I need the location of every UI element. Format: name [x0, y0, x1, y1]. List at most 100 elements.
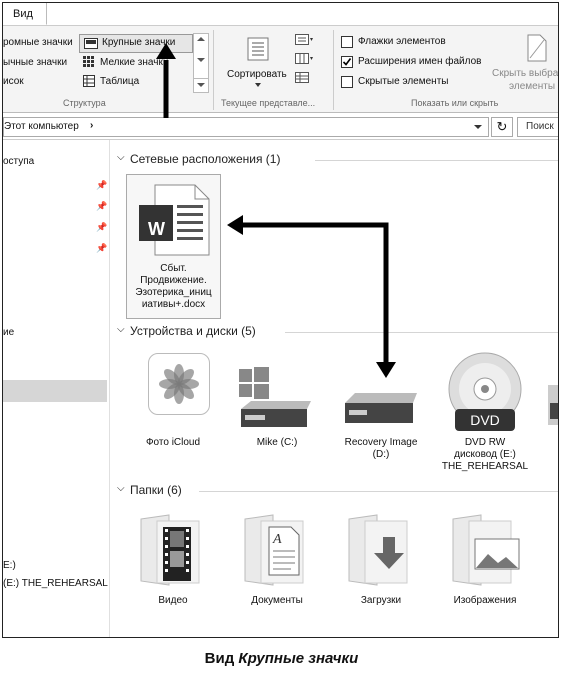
folder-pictures[interactable]: Изображения [435, 505, 535, 615]
pin-icon: 📌 [96, 222, 108, 232]
collapse-chevron-icon[interactable]: ⌵ [117, 324, 125, 335]
folder-video[interactable]: Видео [123, 505, 223, 615]
layout-details[interactable]: Таблица [100, 76, 140, 87]
section-divider [315, 160, 558, 161]
item-checkboxes-checkbox[interactable] [341, 36, 353, 48]
item-label: Recovery Image (D:) [344, 437, 418, 460]
add-columns-icon[interactable] [295, 53, 315, 65]
sidebar-item-ie[interactable]: ие [3, 327, 15, 338]
arrow-down-icon [376, 362, 396, 378]
breadcrumb[interactable]: Этот компьютер [4, 121, 79, 132]
address-dropdown-icon[interactable] [474, 125, 482, 129]
search-placeholder: Поиск [526, 121, 554, 132]
scroll-down-icon[interactable] [197, 58, 205, 62]
caption-normal: Вид [204, 650, 239, 667]
sidebar-selected-item[interactable] [3, 380, 107, 402]
icloud-photos-icon [148, 353, 210, 415]
layout-list[interactable]: исок [3, 76, 24, 87]
sidebar-drive-letter[interactable]: Е:) [3, 560, 16, 571]
device-dvd-e[interactable]: DVD DVD RW дисковод (E:) THE_REHEARSAL [435, 345, 535, 475]
hidden-items-checkbox[interactable] [341, 76, 353, 88]
sort-dropdown-icon[interactable] [255, 83, 261, 87]
group-by-icon[interactable] [295, 34, 315, 46]
section-folders-title[interactable]: Папки (6) [130, 483, 182, 497]
hide-selected-line2: элементы [509, 81, 556, 92]
network-file-item[interactable]: W Сбыт. Продвижение. Эзотерика_иниц иати… [126, 174, 221, 319]
word-badge: W [148, 219, 165, 239]
video-folder-icon [140, 514, 200, 586]
hide-selected-button[interactable]: Скрыть выбра [492, 68, 559, 79]
section-divider [199, 491, 558, 492]
item-label: Сбыт. Продвижение. Эзотерика_иниц иативы… [135, 263, 212, 310]
ribbon: ромные значки Крупные значки ычные значк… [3, 25, 558, 113]
small-icons-icon [83, 56, 94, 67]
partial-drive-icon [550, 403, 558, 419]
file-extensions-checkbox[interactable] [341, 56, 353, 68]
item-label: Загрузки [360, 595, 402, 606]
group-label-layout: Структура [63, 98, 106, 108]
section-network-title[interactable]: Сетевые расположения (1) [130, 152, 281, 166]
checkmark-icon [342, 58, 352, 66]
quick-access-item[interactable]: оступа [3, 156, 35, 167]
figure-caption: Вид Крупные значки [0, 650, 563, 667]
layout-scrollbar[interactable] [193, 33, 209, 93]
hard-drive-icon [345, 393, 417, 423]
item-checkboxes-label: Флажки элементов [358, 36, 446, 47]
hide-selected-icon [527, 34, 547, 62]
file-extensions-label: Расширения имен файлов [358, 56, 482, 67]
system-drive-icon [239, 367, 311, 427]
caption-italic: Крупные значки [238, 650, 359, 667]
item-label: Видео [158, 595, 188, 606]
device-drive-c[interactable]: Mike (C:) [227, 345, 327, 465]
arrow-up-icon [156, 43, 176, 59]
layout-normal[interactable]: ычные значки [3, 57, 68, 68]
item-label: DVD RW дисковод (E:) THE_REHEARSAL [441, 437, 529, 472]
expand-icon[interactable] [197, 83, 205, 87]
device-icloud-photos[interactable]: Фото iCloud [123, 345, 223, 465]
sidebar-dvd-drive[interactable]: (E:) THE_REHEARSAL [3, 578, 108, 589]
section-divider [285, 332, 558, 333]
sort-icon [247, 37, 269, 61]
address-bar[interactable]: Этот компьютер › [3, 117, 489, 137]
scroll-up-icon[interactable] [197, 37, 205, 41]
pin-icon: 📌 [96, 201, 108, 211]
item-label: Фото iCloud [145, 437, 201, 448]
layout-extra-large[interactable]: ромные значки [3, 37, 73, 48]
dvd-badge: DVD [470, 412, 500, 428]
collapse-chevron-icon[interactable]: ⌵ [117, 152, 125, 163]
folder-downloads[interactable]: Загрузки [331, 505, 431, 615]
collapse-chevron-icon[interactable]: ⌵ [117, 483, 125, 494]
pin-icon: 📌 [96, 243, 108, 253]
group-label-current-view: Текущее представле... [221, 98, 316, 108]
size-columns-icon[interactable] [295, 72, 311, 84]
documents-folder-icon: A [244, 514, 304, 586]
breadcrumb-chevron-icon[interactable]: › [90, 120, 94, 131]
large-icons-icon [84, 38, 98, 49]
refresh-icon[interactable]: ↻ [491, 117, 513, 137]
svg-text:A: A [272, 532, 282, 547]
group-label-show-hide: Показать или скрыть [411, 98, 499, 108]
navigation-pane: оступа 📌 📌 📌 📌 ие Е:) (E:) THE_REHEARSAL [3, 140, 110, 637]
hidden-items-label: Скрытые элементы [358, 76, 449, 87]
item-label: Документы [251, 595, 303, 606]
word-document-icon [139, 184, 210, 256]
dvd-drive-icon [448, 352, 522, 431]
explorer-window: Вид ромные значки Крупные значки ычные з… [2, 2, 559, 638]
details-icon [83, 75, 95, 87]
pin-icon: 📌 [96, 180, 108, 190]
layout-small-icons[interactable]: Мелкие значки [100, 57, 169, 68]
tab-view[interactable]: Вид [3, 3, 47, 25]
annotation-arrows [156, 43, 396, 378]
sort-button[interactable]: Сортировать [227, 69, 287, 80]
downloads-folder-icon [348, 514, 408, 586]
item-label: Изображения [453, 595, 517, 606]
search-input[interactable]: Поиск [517, 117, 558, 137]
section-devices-title[interactable]: Устройства и диски (5) [130, 324, 256, 338]
device-recovery-d[interactable]: Recovery Image (D:) [331, 345, 431, 465]
pictures-folder-icon [452, 514, 520, 586]
layout-large-label: Крупные значки [102, 37, 176, 48]
folder-documents[interactable]: A Документы [227, 505, 327, 615]
arrow-left-icon [227, 215, 243, 235]
address-bar-row: Этот компьютер › ↻ Поиск [3, 115, 558, 140]
item-label: Mike (C:) [256, 437, 298, 448]
